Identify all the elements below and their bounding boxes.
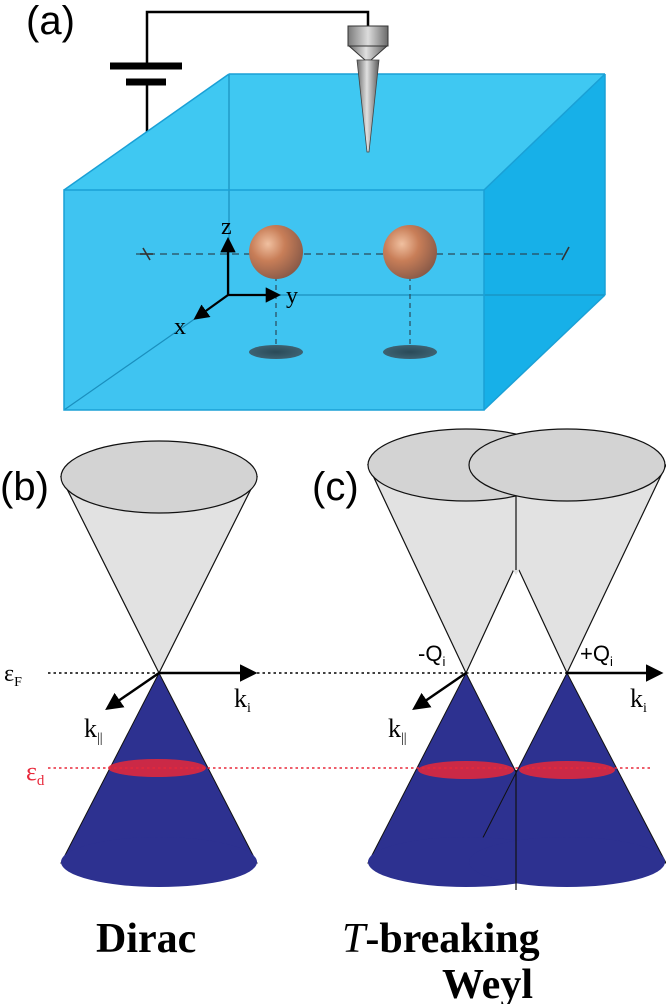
stm-tip-icon (347, 25, 389, 153)
weyl-ki-label: ki (630, 684, 647, 716)
coordinate-axes (193, 236, 282, 320)
panel-b: (b) (0, 440, 258, 887)
defect-level-label: εd (26, 757, 45, 789)
panel-a: (a) (26, 0, 606, 411)
weyl-title-line1: T-breaking (342, 916, 540, 962)
weyl-defect-ring-left (418, 761, 514, 779)
weyl-kpar-label: k|| (388, 714, 407, 746)
battery-circuit (145, 10, 370, 134)
impurity-shadow-1 (249, 345, 303, 359)
weyl-title-line2: Weyl (442, 962, 533, 1004)
axis-label-y: y (286, 283, 298, 309)
fermi-level-label: εF (4, 661, 22, 690)
box-outline (63, 73, 606, 411)
weyl-lower-base-right (469, 837, 665, 887)
dirac-lower-base (61, 837, 257, 887)
impurity-sphere-2 (383, 225, 437, 279)
impurity-sphere-1 (249, 225, 303, 279)
box-top-face (64, 74, 605, 190)
box-right-face (484, 74, 605, 410)
dirac-ki-label: ki (234, 684, 251, 716)
weyl-node-left-label: -Qi (418, 641, 445, 669)
box-front-face (64, 190, 484, 410)
weyl-upper-cap-right (468, 428, 666, 502)
panel-b-label: (b) (0, 465, 49, 509)
battery-icon (110, 62, 182, 86)
time-reversal-symbol: T (342, 916, 368, 962)
energy-lines (48, 672, 650, 769)
axis-label-x: x (174, 314, 186, 340)
momentum-arrows (105, 664, 664, 710)
panel-a-label: (a) (26, 0, 75, 43)
impurity-shadow-2 (383, 345, 437, 359)
dirac-title: Dirac (96, 916, 196, 962)
panel-c: (c) (312, 428, 666, 890)
dirac-defect-ring (108, 759, 206, 777)
axis-end-marks (140, 246, 570, 261)
panel-c-label: (c) (312, 465, 359, 509)
weyl-defect-ring-right (519, 761, 615, 779)
weyl-node-right-label: +Qi (580, 641, 613, 669)
axis-label-z: z (221, 214, 232, 240)
dirac-kpar-label: k|| (84, 714, 103, 746)
dirac-upper-cap (60, 440, 258, 514)
